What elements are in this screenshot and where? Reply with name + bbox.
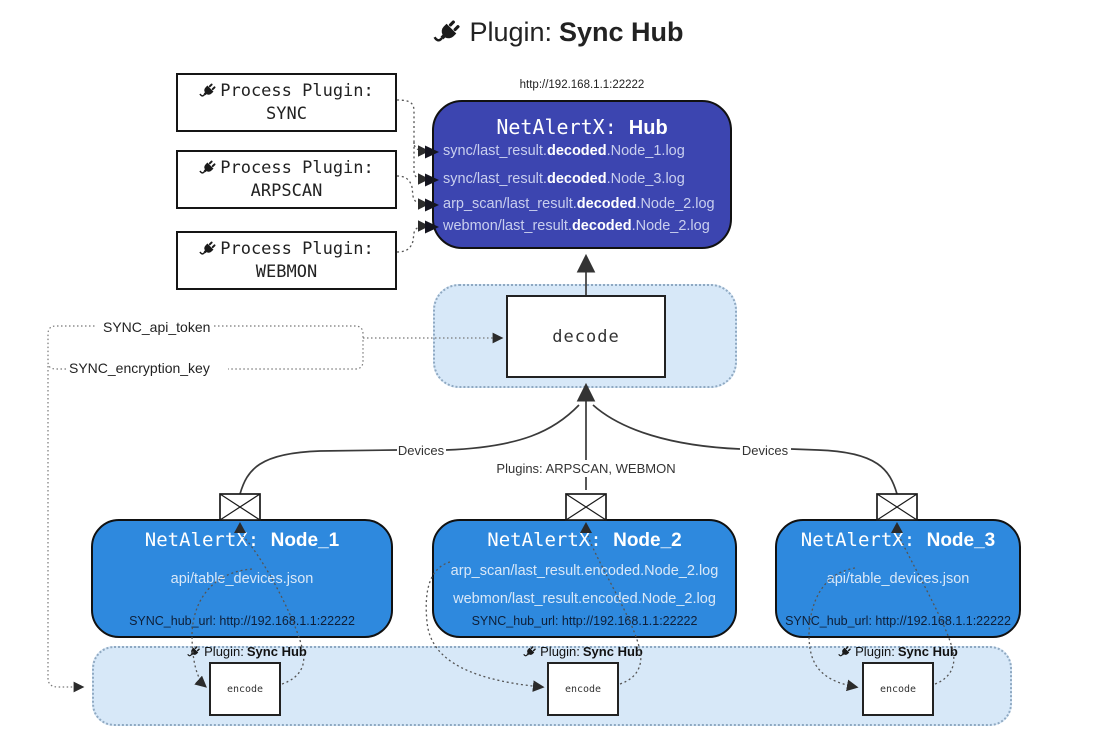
encode-box-2: encode — [547, 662, 619, 716]
node-title: NetAlertX: Node_2 — [487, 529, 682, 551]
sync-encryption-key-label: SYNC_encryption_key — [67, 360, 212, 376]
hub-app-name: NetAlertX: — [496, 115, 629, 139]
encode-plugin-label: Plugin:Sync Hub — [162, 644, 332, 659]
node-title: NetAlertX: Node_1 — [144, 529, 340, 551]
sync-api-token-label: SYNC_api_token — [101, 319, 213, 335]
envelope-icon — [219, 493, 261, 521]
plug-icon — [433, 18, 462, 47]
page-title: Plugin: Sync Hub — [0, 17, 1117, 48]
plug-icon — [199, 240, 217, 258]
plug-icon — [523, 645, 537, 659]
hub-log-line: arp_scan/last_result.decoded.Node_2.log — [443, 196, 715, 212]
envelope-icon — [565, 493, 607, 521]
process-plugin-box-sync: Process Plugin: SYNC — [176, 73, 397, 132]
plugins-edge-label: Plugins: ARPSCAN, WEBMON — [493, 461, 679, 476]
plug-icon — [199, 82, 217, 100]
title-prefix: Plugin: — [469, 17, 553, 47]
process-plugin-label: Process Plugin: — [220, 239, 374, 259]
process-plugin-name: ARPSCAN — [250, 181, 323, 201]
node-3-box: NetAlertX: Node_3 api/table_devices.json… — [775, 519, 1021, 638]
encode-box-1: encode — [209, 662, 281, 716]
node-hub-url: SYNC_hub_url: http://192.168.1.1:22222 — [129, 614, 355, 628]
plugin-to-hub-connectors — [396, 99, 430, 253]
hub-log-line: sync/last_result.decoded.Node_1.log — [443, 143, 685, 159]
encode-plugin-label: Plugin:Sync Hub — [498, 644, 668, 659]
hub-log-line: sync/last_result.decoded.Node_3.log — [443, 171, 685, 187]
plug-icon — [187, 645, 201, 659]
node-files: api/table_devices.json — [826, 571, 970, 587]
hub-url: http://192.168.1.1:22222 — [519, 79, 645, 91]
node-files: api/table_devices.json — [170, 571, 314, 587]
decode-box: decode — [506, 295, 666, 378]
node-1-box: NetAlertX: Node_1 api/table_devices.json… — [91, 519, 393, 638]
hub-box: NetAlertX: Hub sync/last_result.decoded.… — [432, 100, 732, 249]
node-hub-url: SYNC_hub_url: http://192.168.1.1:22222 — [785, 614, 1011, 628]
devices-edge-label-right: Devices — [738, 443, 792, 458]
hub-title: NetAlertX: Hub — [434, 115, 730, 140]
devices-edge-label-left: Devices — [394, 443, 448, 458]
envelope-icons — [219, 493, 918, 521]
node-title: NetAlertX: Node_3 — [800, 529, 996, 551]
process-plugin-label: Process Plugin: — [220, 81, 374, 101]
process-plugin-box-arpscan: Process Plugin: ARPSCAN — [176, 150, 397, 209]
process-plugin-name: WEBMON — [255, 262, 318, 282]
plug-icon — [199, 159, 217, 177]
process-plugin-box-webmon: Process Plugin: WEBMON — [176, 231, 397, 290]
envelope-icon — [876, 493, 918, 521]
process-plugin-name: SYNC — [266, 104, 307, 124]
encode-plugin-label: Plugin:Sync Hub — [813, 644, 983, 659]
hub-log-line: webmon/last_result.decoded.Node_2.log — [443, 218, 710, 234]
encode-box-3: encode — [862, 662, 934, 716]
plug-icon — [838, 645, 852, 659]
process-plugin-label: Process Plugin: — [220, 158, 374, 178]
hub-name: Hub — [628, 117, 668, 139]
node-2-box: NetAlertX: Node_2 arp_scan/last_result.e… — [432, 519, 737, 638]
node-hub-url: SYNC_hub_url: http://192.168.1.1:22222 — [471, 614, 698, 628]
title-name: Sync Hub — [559, 17, 684, 47]
